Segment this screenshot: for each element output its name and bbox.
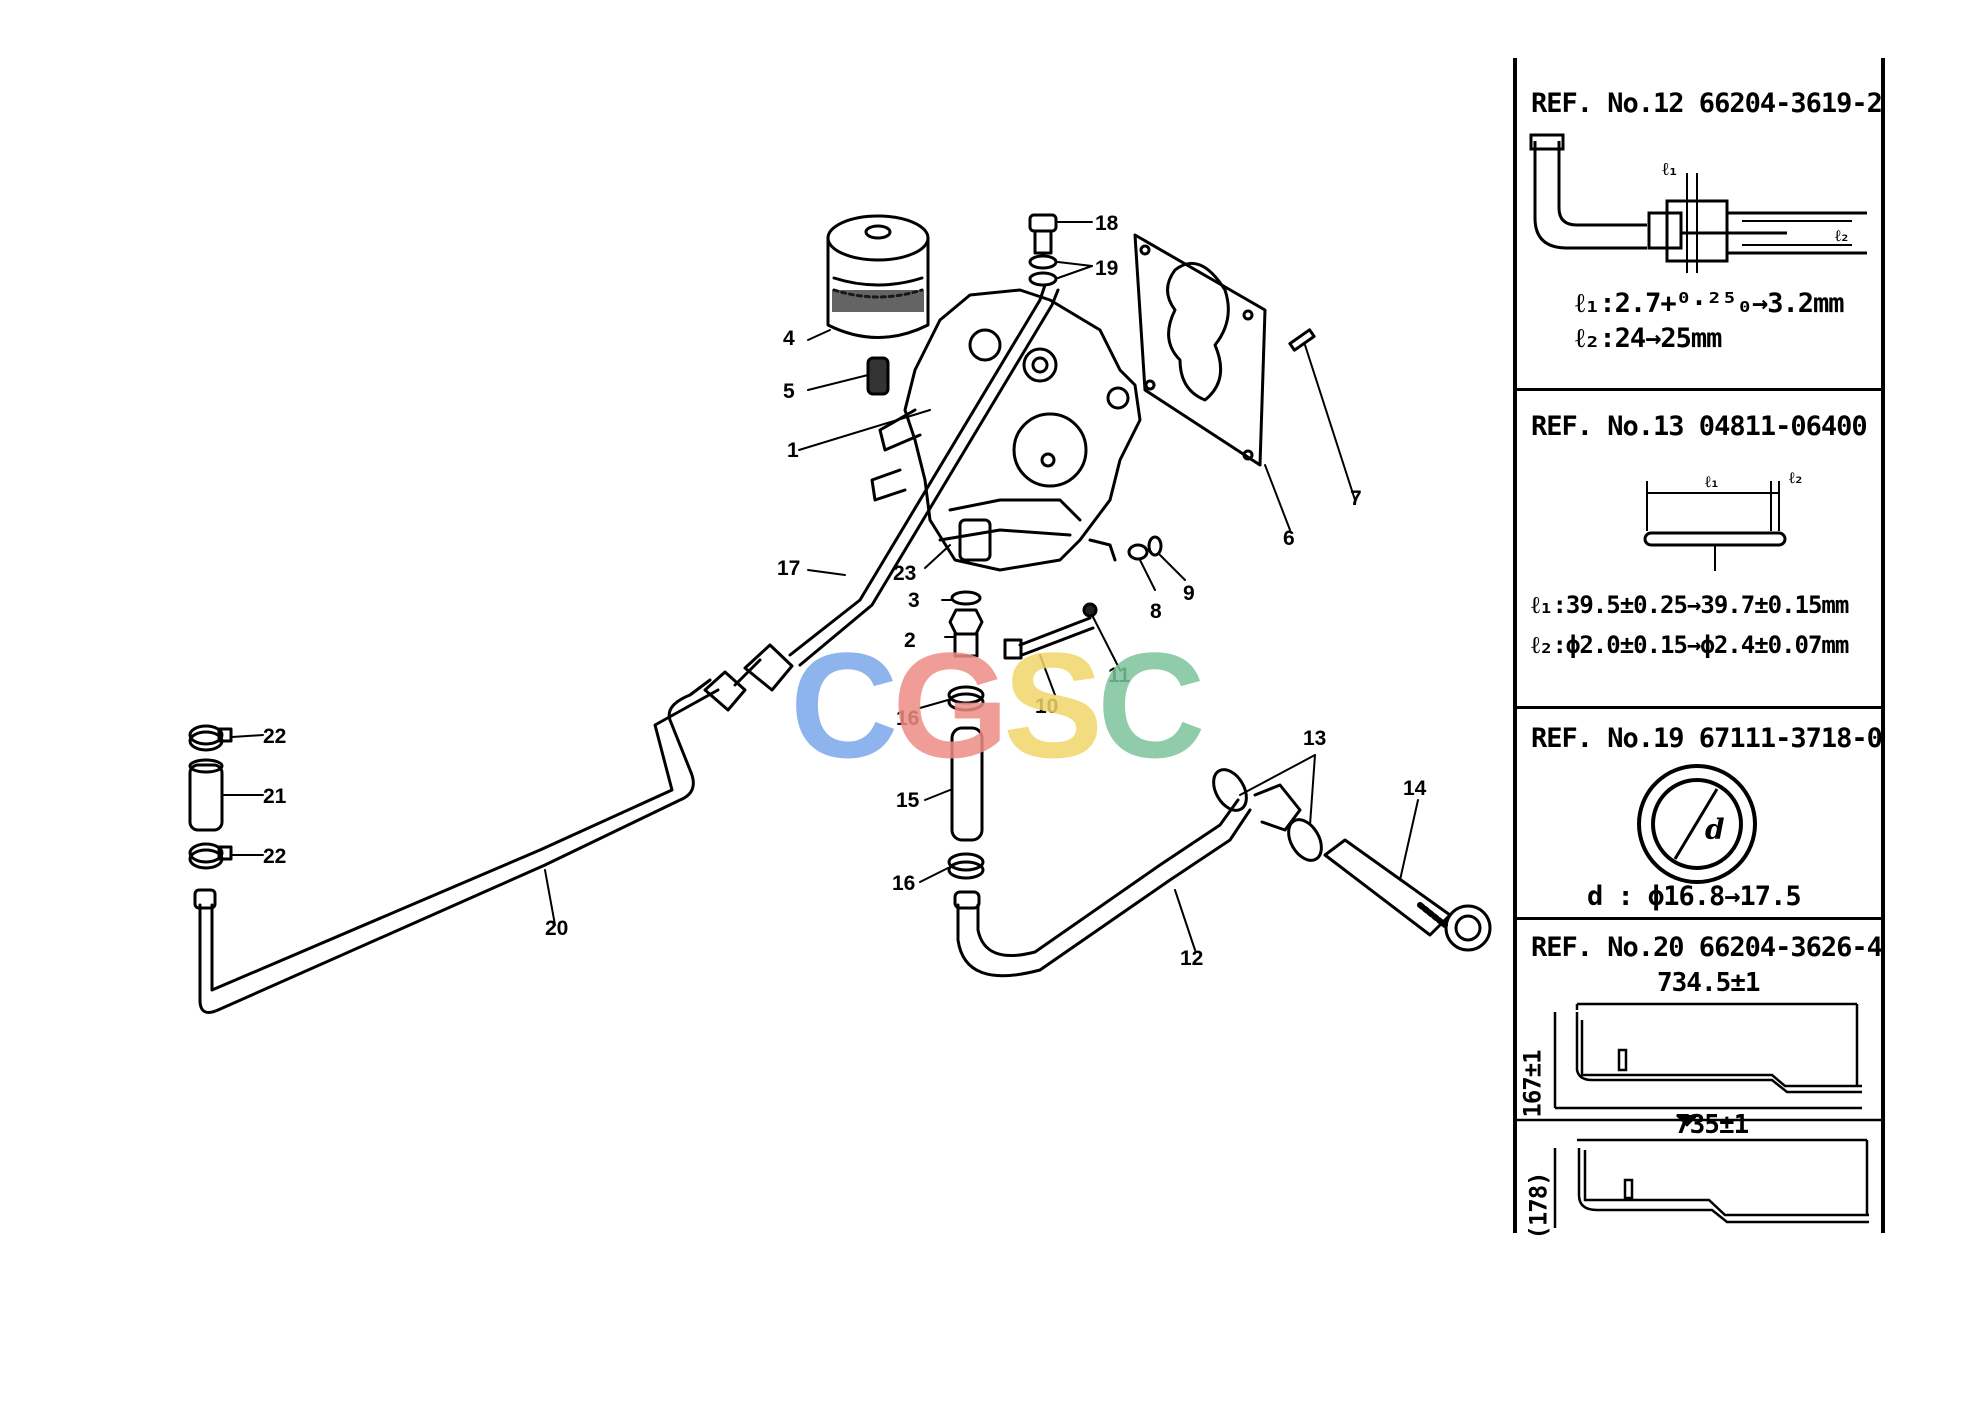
callout-9: 9 (1183, 582, 1195, 605)
ref-13-tag-l2: ℓ₂ (1789, 468, 1803, 487)
logo-letter-c1: C (790, 621, 899, 789)
callout-1: 1 (787, 439, 799, 462)
ref-12-tag-l2: ℓ₂ (1835, 226, 1849, 245)
callout-15: 15 (896, 789, 920, 812)
leader-lines (223, 221, 1419, 951)
callout-22-bottom: 22 (263, 845, 286, 868)
pipe-17 (788, 283, 1060, 667)
ref-20-header: REF. No.20 66204-3626-4 (1531, 932, 1883, 963)
strainer-14 (1323, 838, 1492, 952)
o-rings-13 (1212, 768, 1323, 862)
callout-20: 20 (545, 917, 568, 940)
reference-panel: REF. No.12 66204-3619-2 ℓ₁ ℓ₂ ℓ₁:2.7+⁰·²… (1513, 58, 1885, 1240)
callout-14: 14 (1403, 777, 1427, 800)
callout-17: 17 (777, 557, 800, 580)
callout-16-top: 16 (896, 707, 919, 730)
bolt-11 (1082, 602, 1098, 618)
callout-8: 8 (1150, 600, 1162, 623)
ref-20-bottom-height: (178) (1524, 1172, 1553, 1240)
nut-9 (1147, 535, 1163, 557)
logo-letter-c2: C (1097, 621, 1206, 789)
callout-21: 21 (263, 785, 287, 808)
ref-12-tag-l1: ℓ₁ (1662, 159, 1678, 180)
pin-7 (1288, 328, 1316, 352)
ref-13-spec-l1: ℓ₁:39.5±0.25→39.7±0.15mm (1531, 591, 1849, 619)
washer-3 (950, 590, 982, 606)
callout-13: 13 (1303, 727, 1326, 750)
ref-12-spec-l2: ℓ₂:24→25mm (1575, 323, 1722, 354)
hose-clamp-22-top (188, 724, 233, 752)
ref-19-tag-d: d (1705, 813, 1724, 846)
callout-4: 4 (783, 327, 795, 350)
bolt-10 (1003, 616, 1095, 660)
ref-divider (1517, 917, 1881, 920)
callout-12: 12 (1180, 947, 1203, 970)
ref-13-section: REF. No.13 04811-06400 ℓ₁ ℓ₂ ℓ₁:39.5±0.2… (1517, 391, 1881, 706)
ref-12-spec-l1: ℓ₁:2.7+⁰·²⁵₀→3.2mm (1575, 288, 1844, 319)
plug-bolt-18 (1028, 213, 1058, 255)
cgsc-watermark-logo: CGSC (790, 621, 1210, 789)
gasket-6 (1133, 233, 1267, 467)
hose-21 (188, 758, 224, 832)
callout-5: 5 (783, 380, 795, 403)
logo-letter-s: S (1003, 621, 1104, 789)
ref-20-top-length: 734.5±1 (1657, 968, 1761, 998)
filter-nipple-5 (866, 356, 890, 396)
ref-19-spec: d : ϕ16.8→17.5 (1587, 881, 1802, 912)
hose-clamp-16-top (947, 685, 985, 712)
pipe-fitting-nuts (703, 643, 794, 712)
callout-7: 7 (1350, 487, 1362, 510)
callout-23: 23 (893, 562, 916, 585)
callout-6: 6 (1283, 527, 1295, 550)
callout-19: 19 (1095, 257, 1118, 280)
ref-20-pipe-drawings (1517, 1002, 1881, 1228)
ref-19-washer-drawing: d (1637, 764, 1757, 884)
callout-22-top: 22 (263, 725, 286, 748)
ref-divider (1517, 388, 1881, 391)
ref-12-section: REF. No.12 66204-3619-2 ℓ₁ ℓ₂ ℓ₁:2.7+⁰·²… (1517, 58, 1883, 388)
callout-3: 3 (908, 589, 920, 612)
ref-divider (1517, 706, 1881, 709)
washer-8 (1127, 543, 1149, 561)
ref-12-header: REF. No.12 66204-3619-2 (1531, 88, 1883, 119)
ref-20-top-height: 167±1 (1518, 1050, 1547, 1118)
fitting-2 (948, 608, 984, 658)
hose-clamp-16-bottom (947, 852, 985, 880)
hydraulic-pump-1 (870, 288, 1142, 572)
callout-16-bottom: 16 (892, 872, 915, 895)
ref-13-tag-l1: ℓ₁ (1705, 472, 1719, 491)
ref-13-spec-l2: ℓ₂:ϕ2.0±0.15→ϕ2.4±0.07mm (1531, 631, 1849, 659)
pipe-20 (193, 678, 720, 1014)
hose-clamp-22-bottom (188, 842, 233, 870)
washers-19 (1028, 254, 1058, 287)
oil-filter-4 (826, 214, 930, 339)
logo-letter-g: G (892, 621, 1010, 789)
pipe-12 (953, 798, 1252, 978)
ref-13-header: REF. No.13 04811-06400 (1531, 411, 1868, 442)
ref-12-drawing: ℓ₁ ℓ₂ (1529, 133, 1867, 273)
callout-2: 2 (904, 629, 916, 652)
ref-20-section: REF. No.20 66204-3626-4 734.5±1 167±1 73… (1517, 920, 1883, 1240)
ref-19-header: REF. No.19 67111-3718-0 (1531, 723, 1883, 754)
callout-18: 18 (1095, 212, 1119, 235)
ref-19-section: REF. No.19 67111-3718-0 d d : ϕ16.8→17.5 (1517, 709, 1883, 917)
ref-13-drawing: ℓ₁ ℓ₂ (1643, 468, 1804, 571)
hose-15 (950, 726, 984, 842)
callout-10: 10 (1035, 695, 1058, 718)
ref-20-bottom-length: 735±1 (1675, 1110, 1749, 1140)
callout-11: 11 (1108, 664, 1131, 687)
